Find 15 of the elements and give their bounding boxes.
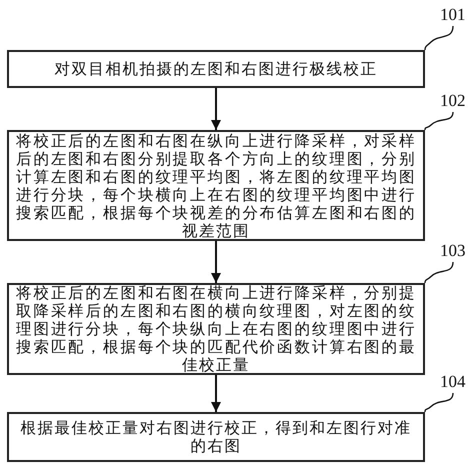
step-number: 101 (440, 6, 466, 23)
arrow (211, 375, 221, 412)
leader-line (424, 392, 454, 412)
process-box: 将校正后的左图和右图在横向上进行降采样，分别提取降采样后的左图和右图的横向纹理图，对左图的纹理图进行分块，每个块纵向上在右图的纹理图中进行搜索匹配，根据每个块的匹配代价函数计算右图的最佳校正量 (7, 283, 425, 375)
step-number: 102 (440, 92, 466, 109)
leader-line (424, 26, 454, 50)
process-box: 将校正后的左图和右图在纵向上进行降采样，对采样后的左图和右图分别提取各个方向上的纹理图，分别计算左图和右图的纹理平均图，将左图的纹理平均图进行分块，每个块横向上在右图的纹理平均图中进行搜索匹配，根据每个块视差的分布估算左图和右图的视差范围 (7, 130, 425, 241)
step-number: 104 (440, 373, 466, 390)
process-box: 对双目相机拍摄的左图和右图进行极线校正 (7, 50, 425, 88)
process-box: 根据最佳校正量对右图进行校正，得到和左图行对准的右图 (7, 412, 425, 462)
arrow (211, 88, 221, 130)
leader-line (424, 262, 454, 284)
leader-line (424, 112, 454, 130)
arrow (211, 241, 221, 283)
step-number: 103 (440, 242, 466, 259)
